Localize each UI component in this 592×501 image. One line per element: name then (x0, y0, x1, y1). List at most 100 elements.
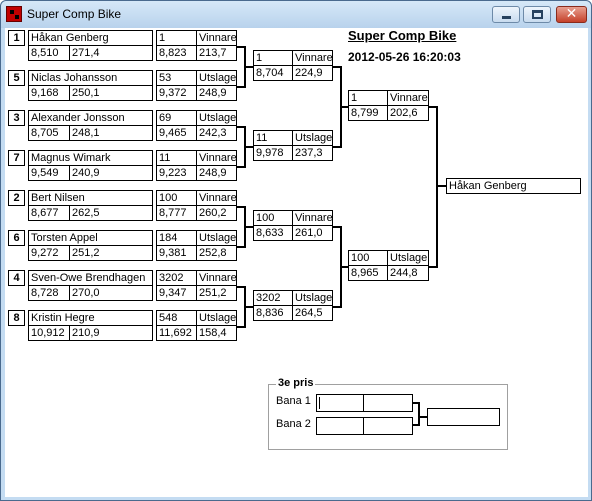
start-number-cell: 69 (156, 110, 197, 126)
close-button[interactable]: ✕ (556, 6, 587, 23)
elapsed-time-cell: 8,823 (156, 45, 197, 61)
result-cell: Utslagen (196, 70, 237, 86)
start-number-cell: 548 (156, 310, 197, 326)
speed-cell: 248,1 (69, 125, 153, 141)
connector-line (237, 46, 253, 68)
connector-line (413, 417, 420, 426)
connector-line (237, 307, 246, 328)
speed-cell: 270,0 (69, 285, 153, 301)
reaction-time-cell: 8,510 (28, 45, 70, 61)
elapsed-time-cell: 8,777 (156, 205, 197, 221)
elapsed-time-cell: 9,372 (156, 85, 197, 101)
racer-name-cell[interactable]: Niclas Johansson (28, 70, 153, 86)
connector-line (237, 206, 253, 228)
racer-name-cell[interactable]: Sven-Owe Brendhagen (28, 270, 153, 286)
connector-line (333, 66, 348, 108)
racer-name-cell[interactable]: Alexander Jonsson (28, 110, 153, 126)
start-number-cell: 53 (156, 70, 197, 86)
text-caret (319, 397, 320, 409)
speed-cell: 202,6 (387, 105, 429, 121)
speed-cell: 250,1 (69, 85, 153, 101)
connector-line (333, 107, 342, 148)
reaction-time-cell: 9,272 (28, 245, 70, 261)
result-cell: Vinnare (196, 30, 237, 46)
reaction-time-cell: 9,168 (28, 85, 70, 101)
datetime-label: 2012-05-26 16:20:03 (348, 50, 461, 64)
reaction-time-cell: 8,728 (28, 285, 70, 301)
racer-name-cell[interactable]: Håkan Genberg (28, 30, 153, 46)
connector-line (237, 227, 246, 248)
speed-cell: 264,5 (292, 305, 333, 321)
speed-cell: 271,4 (69, 45, 153, 61)
winner-cell[interactable]: Håkan Genberg (446, 178, 581, 194)
maximize-icon (532, 10, 543, 19)
title-bar[interactable]: Super Comp Bike ✕ (1, 1, 591, 28)
racer-name-cell[interactable]: Torsten Appel (28, 230, 153, 246)
lane2-input-a[interactable] (316, 417, 364, 435)
start-number-cell: 3202 (156, 270, 197, 286)
speed-cell: 210,9 (69, 325, 153, 341)
elapsed-time-cell: 9,381 (156, 245, 197, 261)
start-number-cell: 1 (253, 50, 293, 66)
connector-line (237, 126, 253, 148)
app-icon[interactable] (6, 6, 22, 22)
third-place-winner-input[interactable] (427, 408, 500, 426)
speed-cell: 248,9 (196, 85, 237, 101)
minimize-button[interactable] (492, 6, 520, 23)
lane1-input-a[interactable] (316, 394, 364, 412)
speed-cell: 248,9 (196, 165, 237, 181)
result-cell: Utslagen (196, 310, 237, 326)
racer-name-cell[interactable]: Bert Nilsen (28, 190, 153, 206)
close-icon: ✕ (565, 6, 578, 22)
seed-number: 6 (8, 230, 25, 246)
connector-line (333, 267, 342, 308)
speed-cell: 251,2 (196, 285, 237, 301)
elapsed-time-cell: 9,978 (253, 145, 293, 161)
maximize-button[interactable] (523, 6, 551, 23)
racer-name-cell[interactable]: Kristin Hegre (28, 310, 153, 326)
start-number-cell: 3202 (253, 290, 293, 306)
speed-cell: 224,9 (292, 65, 333, 81)
elapsed-time-cell: 9,465 (156, 125, 197, 141)
start-number-cell: 11 (156, 150, 197, 166)
seed-number: 1 (8, 30, 25, 46)
speed-cell: 158,4 (196, 325, 237, 341)
speed-cell: 252,8 (196, 245, 237, 261)
connector-line (237, 147, 246, 168)
lane1-input-b[interactable] (363, 394, 413, 412)
result-cell: Utslagen (292, 130, 333, 146)
speed-cell: 242,3 (196, 125, 237, 141)
speed-cell: 244,8 (387, 265, 429, 281)
racer-name-cell[interactable]: Magnus Wimark (28, 150, 153, 166)
start-number-cell: 1 (348, 90, 388, 106)
result-cell: Utslagen (292, 290, 333, 306)
start-number-cell: 1 (156, 30, 197, 46)
minimize-icon (502, 16, 511, 19)
result-cell: Vinnare (196, 270, 237, 286)
result-cell: Vinnare (292, 50, 333, 66)
result-cell: Utslagen (387, 250, 429, 266)
speed-cell: 240,9 (69, 165, 153, 181)
connector-line (429, 186, 438, 268)
window-title: Super Comp Bike (27, 7, 122, 21)
start-number-cell: 184 (156, 230, 197, 246)
start-number-cell: 100 (253, 210, 293, 226)
reaction-time-cell: 10,912 (28, 325, 70, 341)
connector-line (237, 286, 253, 308)
elapsed-time-cell: 9,347 (156, 285, 197, 301)
connector-line (237, 67, 246, 88)
seed-number: 7 (8, 150, 25, 166)
reaction-time-cell: 9,549 (28, 165, 70, 181)
seed-number: 2 (8, 190, 25, 206)
start-number-cell: 100 (348, 250, 388, 266)
third-place-group (268, 384, 508, 450)
third-place-label: 3e pris (276, 377, 316, 389)
speed-cell: 213,7 (196, 45, 237, 61)
lane2-input-b[interactable] (363, 417, 413, 435)
speed-cell: 260,2 (196, 205, 237, 221)
seed-number: 5 (8, 70, 25, 86)
speed-cell: 251,2 (69, 245, 153, 261)
elapsed-time-cell: 9,223 (156, 165, 197, 181)
